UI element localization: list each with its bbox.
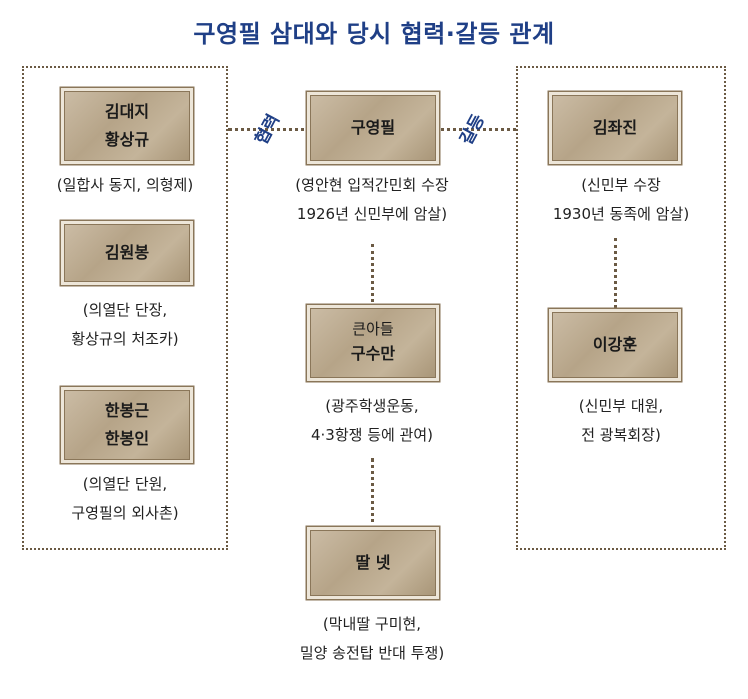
diagram-title: 구영필 삼대와 당시 협력·갈등 관계	[193, 20, 555, 48]
box-hanbonggeun-hanbongin: 한봉근 한봉인	[64, 390, 190, 460]
desc-kimwonbong: (의열단 단장, 황상규의 처조카)	[71, 301, 179, 349]
person-name: 구영필	[350, 118, 396, 137]
left-group-frame	[22, 66, 228, 550]
line-kimjwajin-leekanghun	[614, 238, 617, 308]
conflict-line	[434, 128, 516, 131]
desc-goosuman: (광주학생운동, 4·3항쟁 등에 관여)	[310, 397, 434, 445]
box-kimdaeji-hwangsanggyu: 김대지 황상규	[64, 91, 190, 161]
box-kimjwajin: 김좌진	[552, 95, 678, 161]
box-four-daughters: 딸 넷	[310, 530, 436, 596]
person-name: 구수만	[350, 344, 396, 364]
desc-four-daughters: (막내딸 구미현, 밀양 송전탑 반대 투쟁)	[299, 615, 445, 663]
person-name: 한봉근	[104, 401, 150, 420]
desc-gooyeongpil: (영안현 입적간민회 수장 1926년 신민부에 암살)	[295, 176, 449, 224]
conflict-label: 갈등	[456, 111, 490, 149]
desc-kimjwajin: (신민부 수장 1930년 동족에 암살)	[552, 176, 690, 224]
desc-kimdaeji-hwangsanggyu: (일합사 동지, 의형제)	[56, 176, 194, 194]
box-kimwonbong: 김원봉	[64, 224, 190, 282]
person-name: 황상규	[104, 130, 150, 149]
right-group-frame	[516, 66, 726, 550]
cooperation-label: 협력	[251, 111, 285, 149]
person-name: 이강훈	[592, 335, 638, 354]
desc-leekanghun: (신민부 대원, 전 광복회장)	[578, 397, 664, 445]
line-father-son	[371, 244, 374, 308]
person-name: 한봉인	[104, 429, 150, 448]
person-name: 김대지	[104, 102, 150, 121]
box-goosuman: 큰아들 구수만	[310, 308, 436, 378]
relation-tag: 큰아들	[352, 319, 394, 338]
person-name: 딸 넷	[355, 553, 391, 572]
cooperation-line	[228, 128, 312, 131]
person-name: 김좌진	[592, 118, 638, 137]
line-son-daughters	[371, 458, 374, 530]
person-name: 김원봉	[104, 243, 150, 262]
box-leekanghun: 이강훈	[552, 312, 678, 378]
desc-hanbonggeun-hanbongin: (의열단 단원, 구영필의 외사촌)	[71, 475, 179, 523]
box-gooyeongpil: 구영필	[310, 95, 436, 161]
